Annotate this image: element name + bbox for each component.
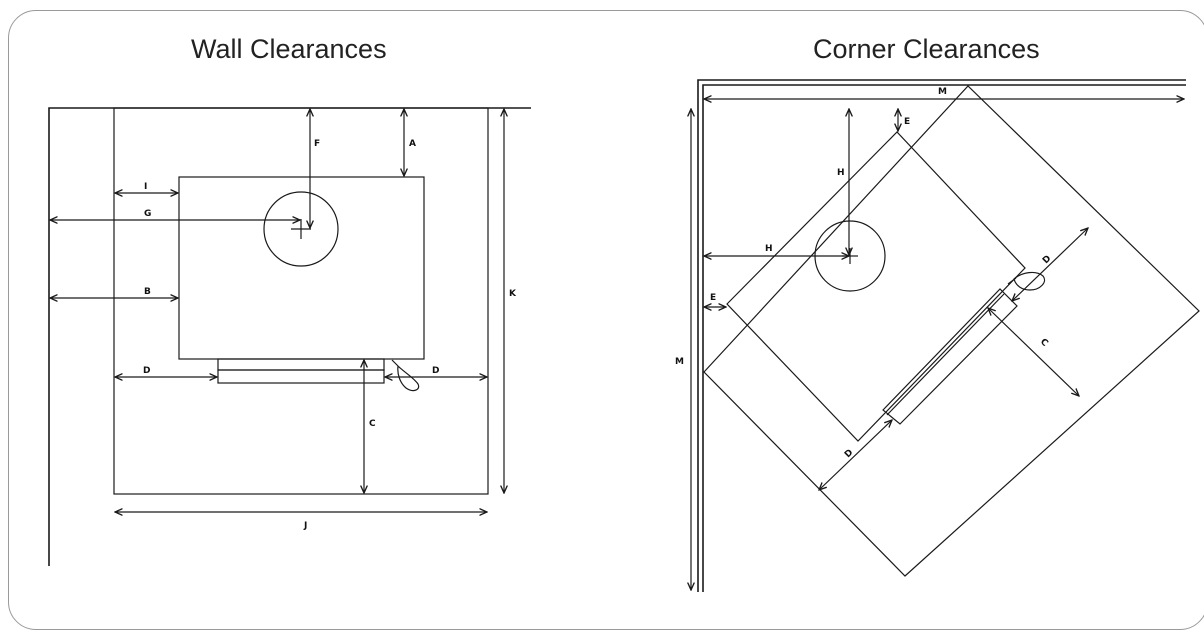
corner-clearances-title: Corner Clearances (813, 34, 1040, 64)
label-j: J (303, 521, 307, 531)
dim-d-lower (819, 420, 892, 490)
label-e-top: E (904, 117, 910, 127)
corner-wall-inner (702, 84, 1186, 592)
wall-clearances-title: Wall Clearances (191, 34, 387, 64)
label-g: G (144, 209, 151, 219)
ash-pan (217, 369, 385, 384)
label-c: C (369, 419, 376, 429)
corner-stove-body (726, 131, 1026, 442)
label-i: I (144, 182, 147, 192)
ash-lip (217, 358, 385, 371)
label-h-vertical: H (837, 168, 845, 178)
corner-clearances-diagram: M M E E H H D D C (675, 79, 1200, 592)
clearance-diagram: A F I G B D D C K J (48, 79, 1200, 592)
corner-ash-lip-edge (886, 293, 1005, 416)
floor-protection-outline (113, 107, 489, 495)
label-d-lower: D (843, 448, 855, 460)
stove-body (178, 176, 425, 360)
label-f: F (314, 139, 320, 149)
label-c-corner: C (1038, 337, 1050, 349)
flue-collar (263, 191, 339, 267)
corner-wall-outer (697, 79, 1186, 592)
label-m-top: M (938, 87, 947, 97)
dim-d-upper (1012, 228, 1088, 301)
label-h-horizontal: H (765, 244, 773, 254)
dim-c-corner (988, 308, 1079, 396)
label-b: B (144, 287, 151, 297)
handle-icon (391, 359, 420, 392)
corner-ash-lip (882, 288, 1018, 425)
corner-floor-protection (703, 85, 1200, 577)
label-d-left: D (143, 366, 150, 376)
label-k: K (509, 289, 517, 299)
label-d-upper: D (1041, 254, 1053, 266)
label-m-side: M (675, 357, 684, 367)
label-a: A (409, 139, 416, 149)
label-d-right: D (432, 366, 439, 376)
label-e-side: E (710, 293, 716, 303)
wall-clearances-diagram: A F I G B D D C K J (48, 107, 531, 566)
